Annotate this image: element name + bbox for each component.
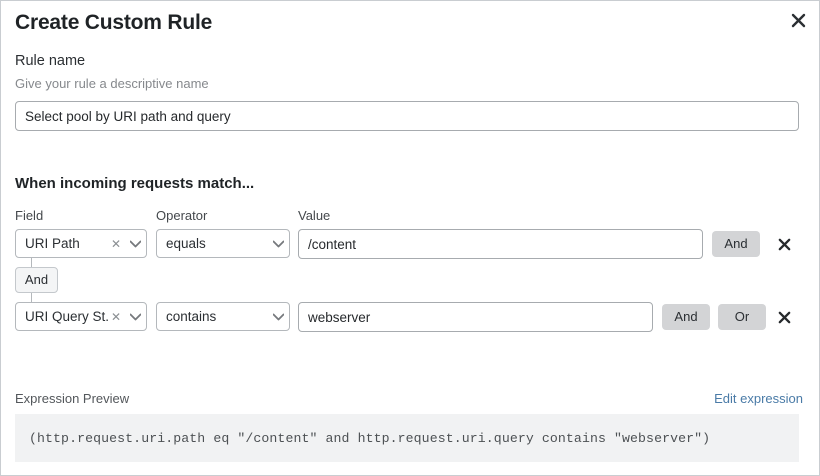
- rule-name-help-text: Give your rule a descriptive name: [15, 76, 209, 91]
- chevron-down-icon-glyph: [272, 240, 284, 247]
- operator-select-row-1-value: equals: [166, 236, 206, 251]
- connector-line-top: [31, 258, 32, 268]
- field-select-row-2-value: URI Query St...: [25, 309, 108, 324]
- chevron-down-icon-glyph: [129, 313, 141, 320]
- chevron-down-icon[interactable]: [124, 313, 146, 321]
- logic-and-button-row-1[interactable]: And: [712, 231, 760, 257]
- logic-or-button-row-2[interactable]: Or: [718, 304, 766, 330]
- chevron-down-icon[interactable]: [124, 240, 146, 248]
- chevron-down-icon[interactable]: [267, 240, 289, 248]
- clear-x-icon[interactable]: ✕: [110, 236, 122, 251]
- operator-select-row-2-value: contains: [166, 309, 217, 324]
- remove-condition-row-1[interactable]: [773, 233, 795, 255]
- value-input-row-2[interactable]: [298, 302, 653, 332]
- edit-expression-link[interactable]: Edit expression: [714, 391, 803, 406]
- expression-preview-box: (http.request.uri.path eq "/content" and…: [15, 414, 799, 462]
- expression-preview-text: (http.request.uri.path eq "/content" and…: [29, 430, 711, 446]
- chevron-down-icon-glyph: [129, 240, 141, 247]
- connector-line-bottom: [31, 293, 32, 302]
- column-header-value: Value: [298, 208, 331, 223]
- operator-select-row-1[interactable]: equals: [156, 229, 290, 258]
- conditions-heading: When incoming requests match...: [15, 175, 255, 192]
- close-icon-glyph: [791, 13, 805, 27]
- column-header-operator: Operator: [156, 208, 208, 223]
- operator-select-row-2[interactable]: contains: [156, 302, 290, 331]
- chevron-down-icon[interactable]: [267, 313, 289, 321]
- field-select-row-2[interactable]: URI Query St... ✕: [15, 302, 147, 331]
- close-icon[interactable]: [785, 7, 811, 33]
- chevron-down-icon-glyph: [272, 313, 284, 320]
- clear-x-icon[interactable]: ✕: [110, 309, 122, 324]
- value-input-row-1[interactable]: [298, 229, 703, 259]
- expression-preview-label: Expression Preview: [15, 391, 130, 406]
- field-select-row-1[interactable]: URI Path ✕: [15, 229, 147, 258]
- close-icon-glyph: [778, 311, 790, 323]
- close-icon-glyph: [778, 238, 790, 250]
- remove-condition-row-2[interactable]: [773, 306, 795, 328]
- rule-name-label: Rule name: [15, 53, 86, 69]
- rule-name-input[interactable]: [15, 101, 799, 131]
- connector-and-badge[interactable]: And: [15, 267, 58, 293]
- dialog-title: Create Custom Rule: [15, 11, 213, 34]
- column-header-field: Field: [15, 208, 44, 223]
- logic-and-button-row-2[interactable]: And: [662, 304, 710, 330]
- field-select-row-1-value: URI Path: [25, 236, 80, 251]
